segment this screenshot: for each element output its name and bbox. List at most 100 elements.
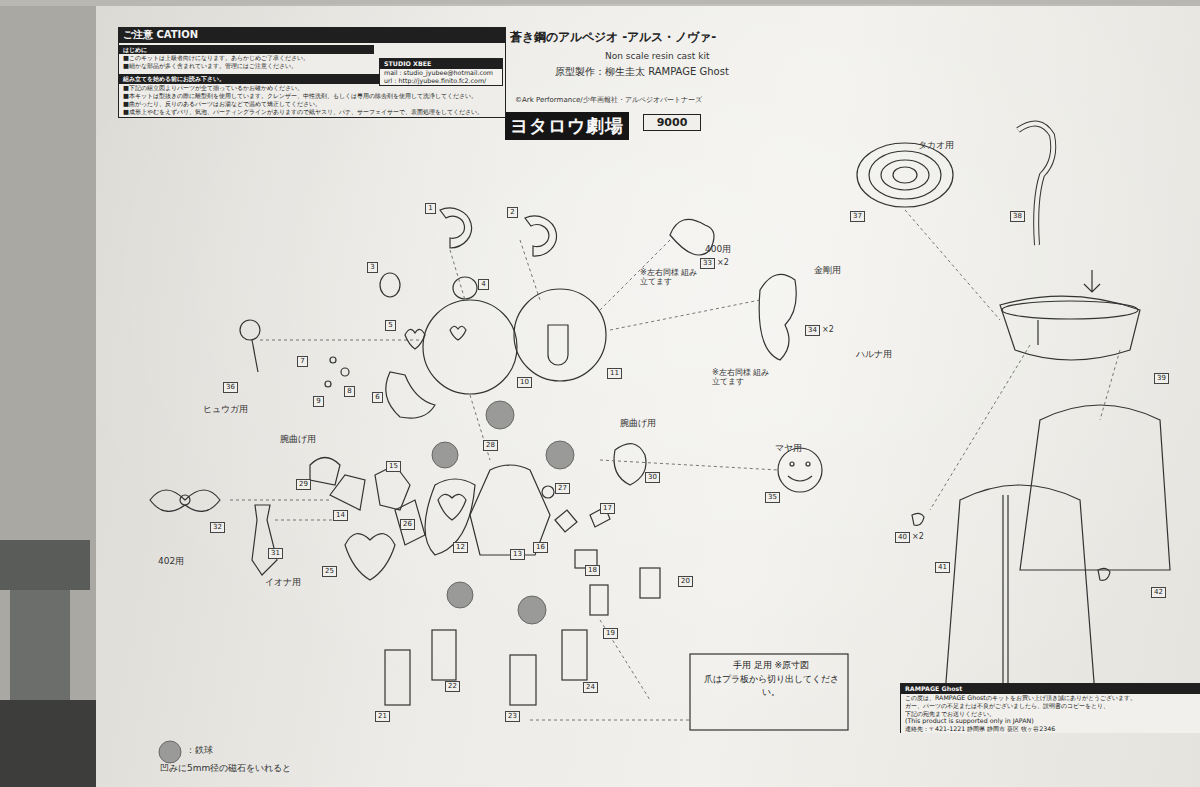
- callout-number: 42: [1151, 587, 1166, 598]
- note-text: 27: [558, 485, 567, 492]
- callout-number: 18: [585, 565, 600, 576]
- note-text: ■成形上やむをえずバリ、気泡、パーティングラインがありますので紙ヤスリ、パテ、サ…: [119, 108, 503, 116]
- note-text: 5: [388, 322, 393, 329]
- note-text: 25: [325, 568, 334, 575]
- note-text: (This product is supported only in JAPAN…: [901, 717, 1200, 725]
- callout-number: 17: [600, 503, 615, 514]
- callout-number: 33: [700, 258, 715, 269]
- callout-number: 31: [268, 548, 283, 559]
- note-text: 4: [481, 281, 486, 288]
- note-text: 35: [768, 494, 777, 501]
- note-text: 28: [486, 442, 495, 449]
- note-text: 9000: [646, 116, 698, 129]
- part-label: ※左右同様 組み立てます: [640, 268, 702, 286]
- note-box: STUDIO XBEEmail : studio_jyubee@hotmail.…: [379, 58, 503, 86]
- part-label: ヒュウガ用: [203, 404, 248, 414]
- note-text: 15: [389, 463, 398, 470]
- note-box: 9000: [643, 114, 701, 131]
- part-label: マヤ用: [775, 443, 802, 453]
- note-box: RAMPAGE Ghostこの度は、RAMPAGE Ghostのキットをお買い上…: [900, 683, 1200, 733]
- part-label: 凹みに5mm径の磁石をいれると: [160, 763, 291, 773]
- callout-number: 2: [507, 207, 518, 218]
- note-text: 33: [703, 260, 712, 267]
- callout-number: 5: [385, 320, 396, 331]
- note-text: 30: [648, 474, 657, 481]
- part-label: 金剛用: [814, 265, 841, 275]
- title-box: ヨタロウ劇場: [505, 112, 629, 140]
- note-text: 10: [520, 379, 529, 386]
- note-text: 11: [610, 370, 619, 377]
- note-text: 6: [375, 394, 380, 401]
- note-box: ご注意 CATION はじめに■このキットは上級者向けになります。あらかじめご了承…: [118, 27, 506, 118]
- note-text: 3: [370, 264, 375, 271]
- note-text: 32: [213, 524, 222, 531]
- note-text: ガー、パーツの不足または不良がございましたら、説明書のコピーをとり、: [901, 702, 1200, 710]
- callout-number: 27: [555, 483, 570, 494]
- part-label: ©Ark Performance/少年画報社・アルペジオパートナーズ: [515, 96, 702, 104]
- callout-number: 6: [372, 392, 383, 403]
- note-text: 29: [299, 481, 308, 488]
- note-text: ■細かな部品が多く含まれています。管理にはご注意ください。: [119, 62, 374, 70]
- callout-number: 35: [765, 492, 780, 503]
- note-text: 31: [271, 550, 280, 557]
- callout-number: 29: [296, 479, 311, 490]
- part-label: Non scale resin cast kit: [605, 51, 709, 61]
- note-text: 13: [513, 551, 522, 558]
- note-text: 19: [606, 630, 615, 637]
- note-text: 1: [428, 205, 433, 212]
- part-label: ×2: [912, 532, 924, 541]
- note-box: はじめに■このキットは上級者向けになります。あらかじめご了承ください。■細かな部…: [119, 45, 374, 71]
- note-text: 42: [1154, 589, 1163, 596]
- part-label: タカオ用: [918, 140, 954, 150]
- note-text: 38: [1013, 213, 1022, 220]
- note-text: 8: [347, 388, 352, 395]
- note-text: 12: [456, 544, 465, 551]
- callout-number: 19: [603, 628, 618, 639]
- note-text: 39: [1157, 375, 1166, 382]
- callout-number: 4: [478, 279, 489, 290]
- note-text: 2: [510, 209, 515, 216]
- note-text: 20: [681, 578, 690, 585]
- note-text: 16: [536, 544, 545, 551]
- section-heading: RAMPAGE Ghost: [901, 684, 1200, 694]
- callout-number: 16: [533, 542, 548, 553]
- callout-number: 3: [367, 262, 378, 273]
- note-text: 手用 足用 ※原寸図: [702, 659, 840, 673]
- callout-number: 23: [505, 711, 520, 722]
- callout-number: 34: [805, 325, 820, 336]
- note-text: 26: [403, 521, 412, 528]
- note-text: url : http://jyubee.finito.fc2.com/: [380, 77, 502, 85]
- part-label: ×2: [717, 258, 729, 267]
- callout-number: 36: [223, 382, 238, 393]
- part-label: ※左右同様 組み立てます: [712, 368, 774, 386]
- part-label: 402用: [158, 556, 184, 566]
- part-label: ハルナ用: [856, 349, 892, 359]
- callout-number: 15: [386, 461, 401, 472]
- note-text: 36: [226, 384, 235, 391]
- note-text: ご注意 CATION: [119, 28, 505, 43]
- callout-number: 39: [1154, 373, 1169, 384]
- note-text: 21: [378, 713, 387, 720]
- note-text: 22: [448, 683, 457, 690]
- part-label: 400用: [705, 244, 731, 254]
- callout-number: 9: [313, 396, 324, 407]
- part-label: 原型製作：柳生圭太 RAMPAGE Ghost: [555, 66, 729, 78]
- callout-number: 25: [322, 566, 337, 577]
- section-heading: はじめに: [119, 45, 374, 55]
- part-label: 腕曲げ用: [280, 434, 316, 444]
- note-box: 手用 足用 ※原寸図爪はプラ板から切り出してください。: [696, 656, 846, 703]
- callout-number: 14: [333, 510, 348, 521]
- note-text: 下記の宛先までお送りください。: [901, 710, 1200, 718]
- callout-number: 11: [607, 368, 622, 379]
- callout-number: 22: [445, 681, 460, 692]
- section-heading: STUDIO XBEE: [380, 59, 502, 69]
- callout-number: 7: [297, 356, 308, 367]
- note-text: この度は、RAMPAGE Ghostのキットをお買い上げ頂き誠にありがとうござい…: [901, 694, 1200, 702]
- callout-number: 20: [678, 576, 693, 587]
- note-text: mail : studio_jyubee@hotmail.com: [380, 69, 502, 77]
- callout-number: 12: [453, 542, 468, 553]
- note-text: 14: [336, 512, 345, 519]
- note-text: 37: [853, 213, 862, 220]
- callout-number: 30: [645, 472, 660, 483]
- note-text: 17: [603, 505, 612, 512]
